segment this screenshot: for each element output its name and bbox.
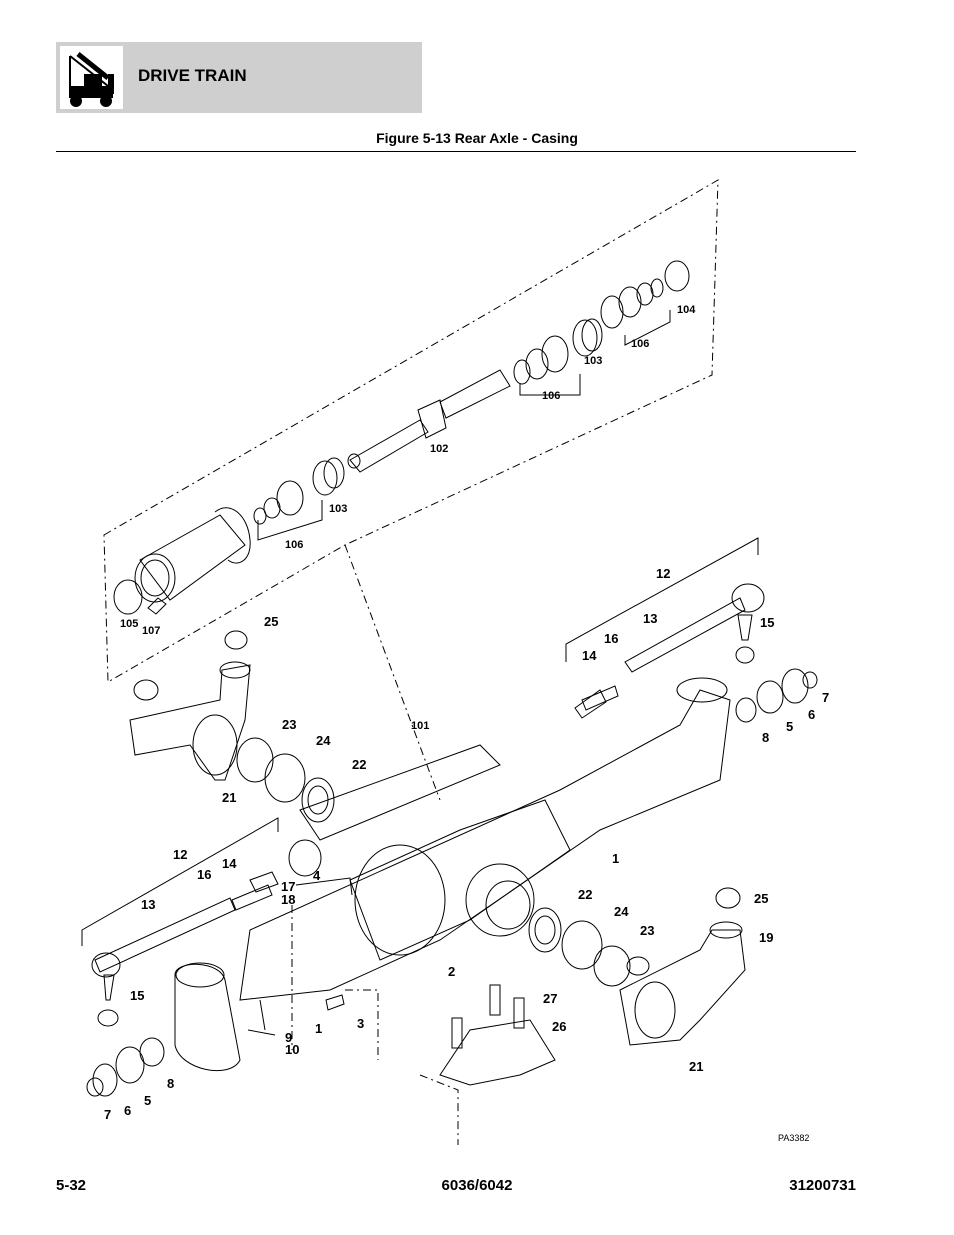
section-header: DRIVE TRAIN (56, 42, 422, 113)
callout-8: 8 (167, 1076, 174, 1091)
callout-106: 106 (542, 390, 560, 402)
callout-22: 22 (352, 757, 366, 772)
callout-1: 1 (315, 1021, 322, 1036)
callout-6: 6 (124, 1103, 131, 1118)
callout-2: 2 (448, 964, 455, 979)
figure-title: Figure 5-13 Rear Axle - Casing (376, 130, 578, 146)
callout-16: 16 (197, 867, 211, 882)
callout-18: 18 (281, 892, 295, 907)
callout-7: 7 (104, 1107, 111, 1122)
callout-17: 17 (281, 879, 295, 894)
callout-9: 9 (285, 1030, 292, 1045)
callout-16: 16 (604, 631, 618, 646)
callout-15: 15 (760, 615, 774, 630)
callout-106: 106 (631, 338, 649, 350)
callout-15: 15 (130, 988, 144, 1003)
callout-26: 26 (552, 1019, 566, 1034)
callout-5: 5 (144, 1093, 151, 1108)
callout-107: 107 (142, 625, 160, 637)
document-number: 31200731 (789, 1177, 856, 1194)
callout-27: 27 (543, 991, 557, 1006)
callout-12: 12 (656, 566, 670, 581)
rear-axle-exploded-diagram: 12 13 16 14 15 7 6 5 8 1 25 23 24 22 21 … (81, 179, 829, 1145)
callout-8: 8 (762, 730, 769, 745)
callout-10: 10 (285, 1042, 299, 1057)
callout-5: 5 (786, 719, 793, 734)
callout-104: 104 (677, 304, 696, 316)
callout-24: 24 (614, 904, 629, 919)
section-title: DRIVE TRAIN (138, 66, 247, 85)
page-number: 5-32 (56, 1177, 87, 1194)
callout-24: 24 (316, 733, 331, 748)
callout-23: 23 (282, 717, 296, 732)
callout-105: 105 (120, 618, 138, 630)
callout-14: 14 (582, 648, 597, 663)
callout-3: 3 (357, 1016, 364, 1031)
callout-13: 13 (643, 611, 657, 626)
forklift-icon (60, 46, 123, 109)
callout-101: 101 (411, 720, 429, 732)
callout-106: 106 (285, 539, 303, 551)
callout-25: 25 (754, 891, 768, 906)
drawing-id: PA3382 (778, 1133, 809, 1143)
callout-14: 14 (222, 856, 237, 871)
callout-21: 21 (222, 790, 236, 805)
callout-1: 1 (612, 851, 619, 866)
callout-19: 19 (759, 930, 773, 945)
callout-6: 6 (808, 707, 815, 722)
callout-23: 23 (640, 923, 654, 938)
callout-12: 12 (173, 847, 187, 862)
callout-13: 13 (141, 897, 155, 912)
callout-21: 21 (689, 1059, 703, 1074)
callout-25: 25 (264, 614, 278, 629)
callout-102: 102 (430, 443, 448, 455)
callout-22: 22 (578, 887, 592, 902)
callout-103: 103 (329, 503, 347, 515)
model-number: 6036/6042 (441, 1177, 513, 1194)
callout-4: 4 (313, 868, 321, 883)
callout-103: 103 (584, 355, 602, 367)
callout-7: 7 (822, 690, 829, 705)
header-rule (56, 151, 856, 152)
